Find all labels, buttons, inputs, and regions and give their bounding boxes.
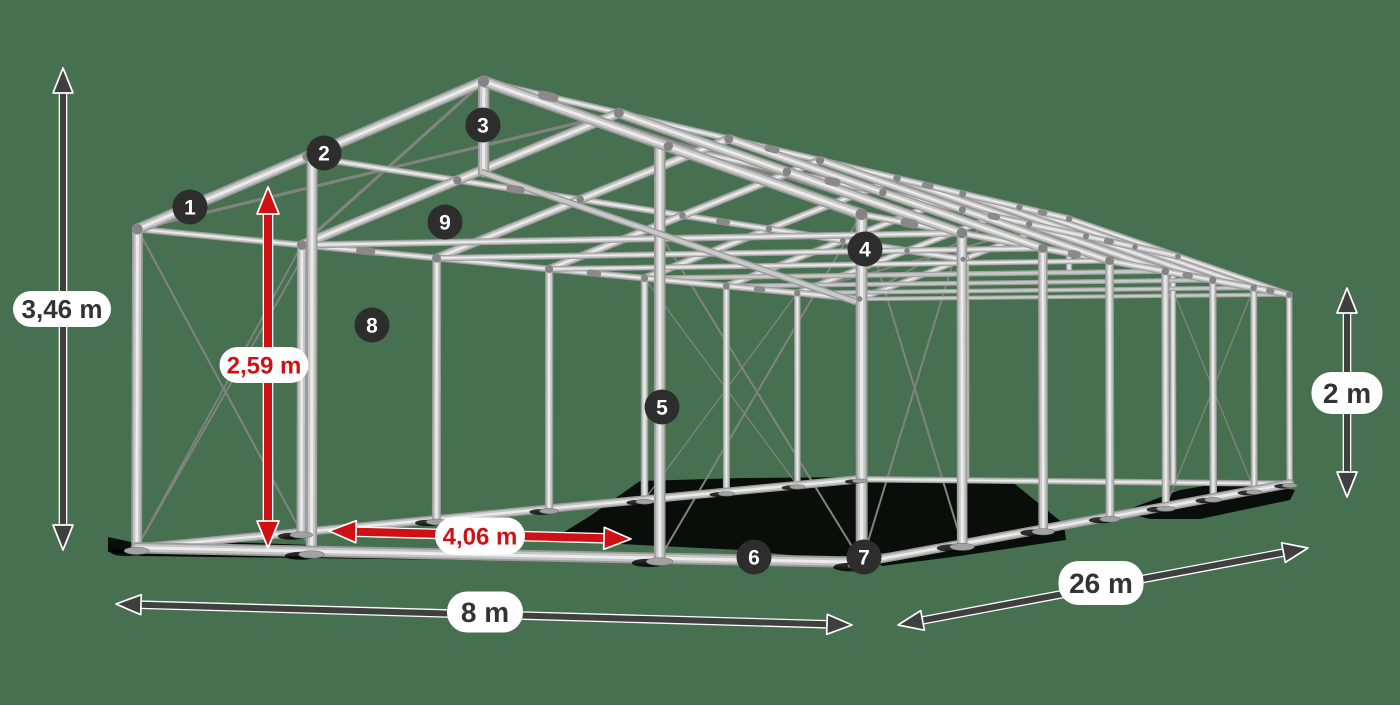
svg-text:2: 2 (318, 143, 330, 166)
svg-text:2,59 m: 2,59 m (227, 352, 302, 379)
svg-text:8 m: 8 m (461, 597, 509, 628)
svg-text:7: 7 (858, 547, 870, 570)
svg-text:2 m: 2 m (1323, 378, 1371, 409)
svg-text:3,46 m: 3,46 m (22, 294, 103, 324)
svg-text:1: 1 (184, 197, 196, 220)
svg-text:4,06 m: 4,06 m (443, 523, 518, 550)
svg-text:26 m: 26 m (1069, 568, 1133, 599)
svg-text:5: 5 (656, 397, 668, 420)
svg-text:8: 8 (366, 315, 378, 338)
svg-text:6: 6 (748, 547, 760, 570)
svg-text:9: 9 (439, 212, 451, 235)
svg-text:3: 3 (477, 115, 489, 138)
svg-text:4: 4 (859, 239, 871, 262)
